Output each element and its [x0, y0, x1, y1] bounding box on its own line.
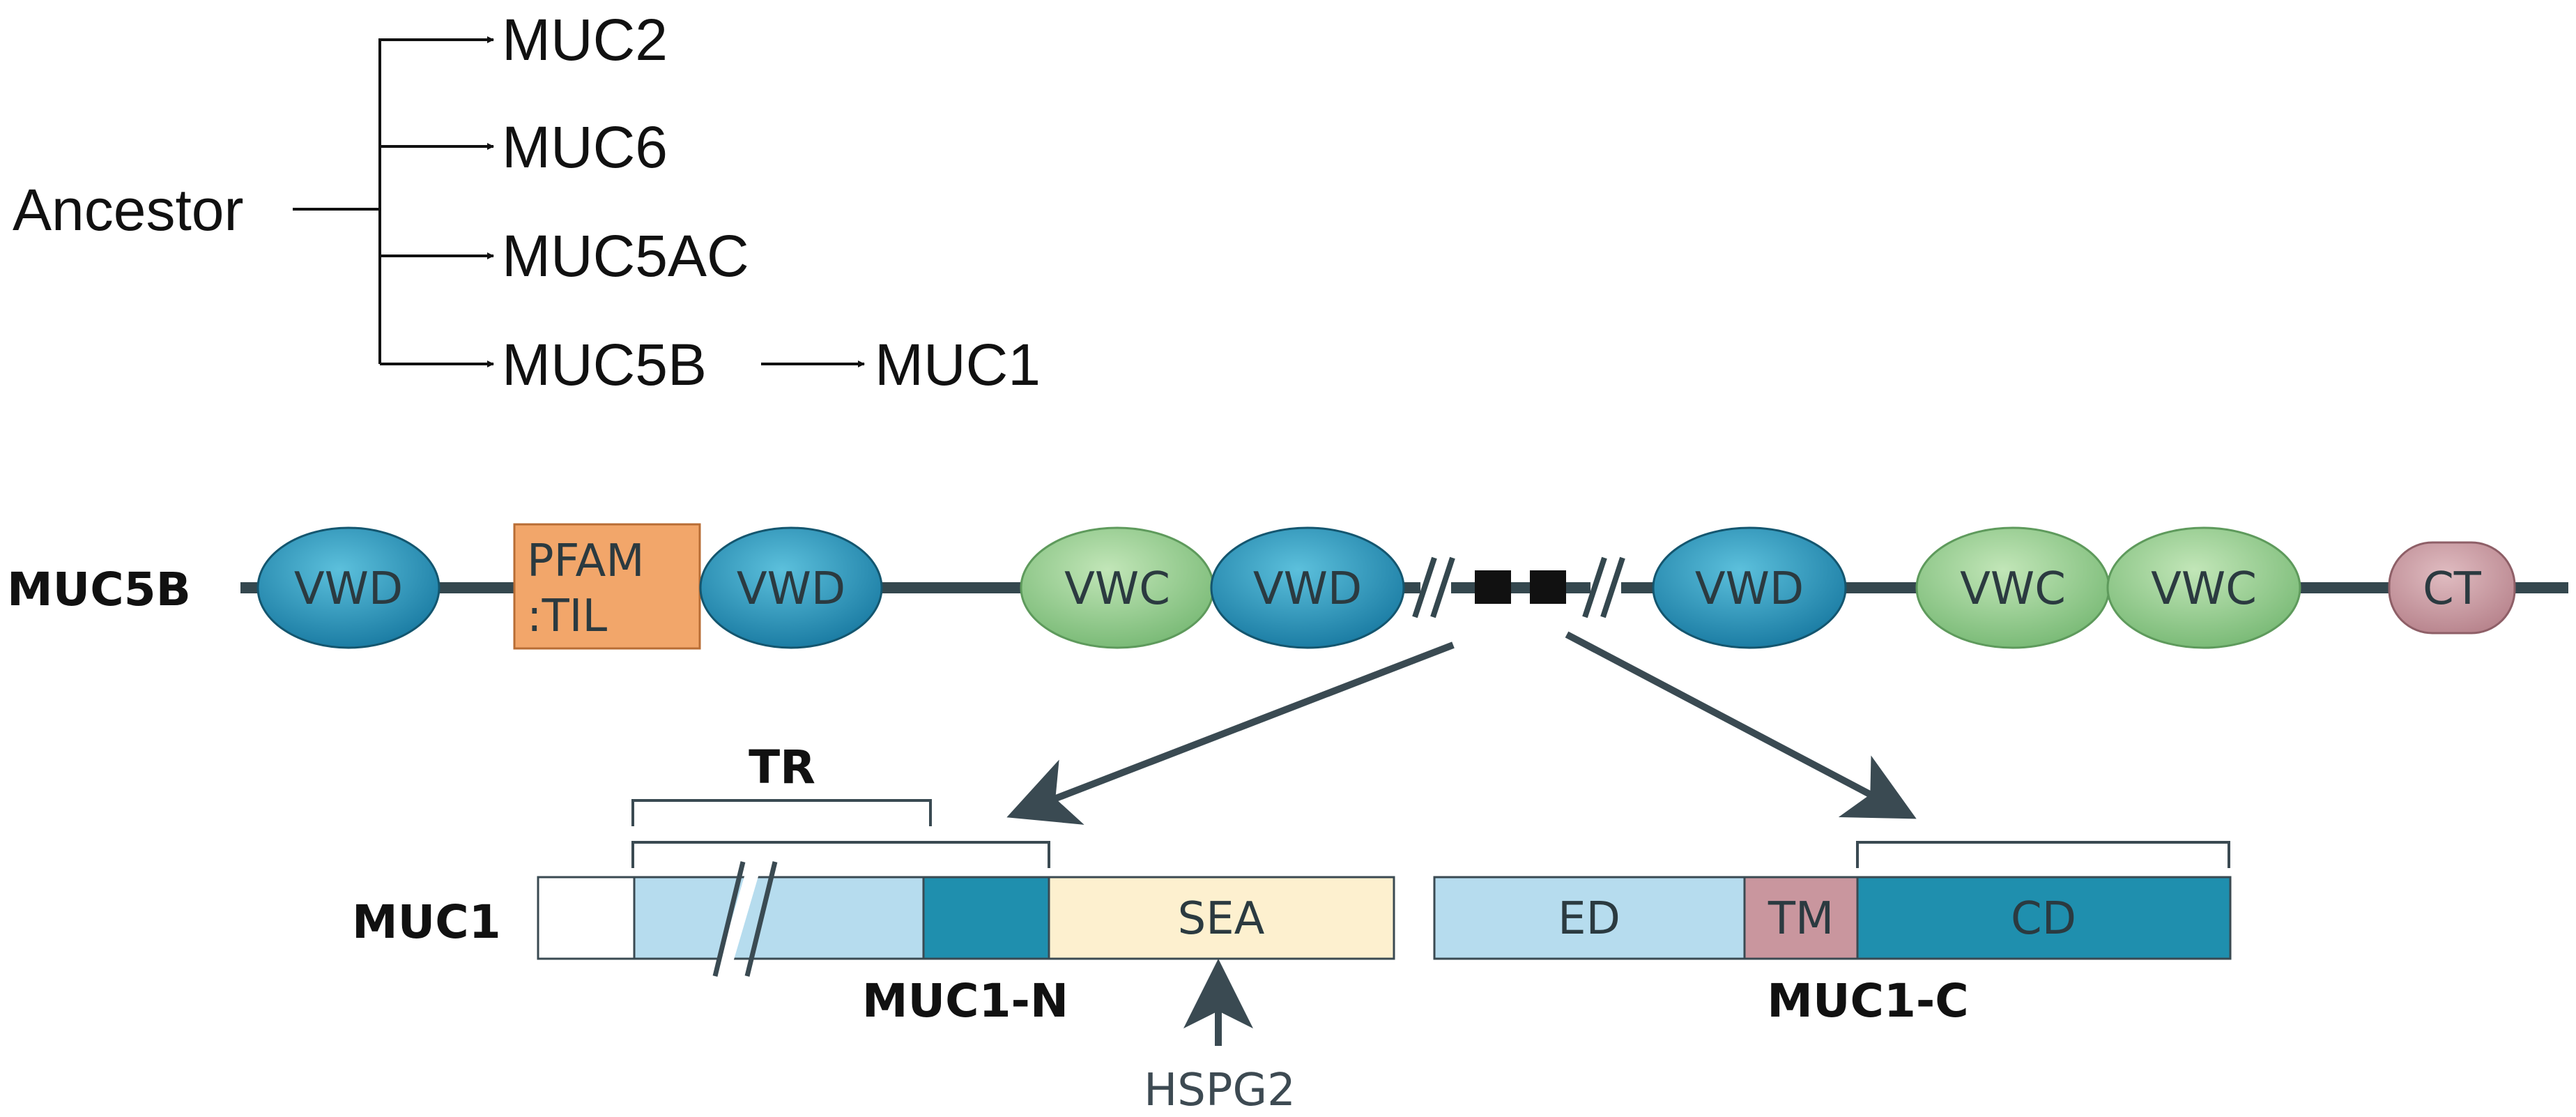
muc5b-domain-vwd-4: VWD: [1652, 526, 1847, 649]
muc1-sea-segment: SEA: [1048, 876, 1395, 960]
muc5b-domain-vwc-1: VWC: [1020, 526, 1215, 649]
tree-child-muc5ac: MUC5AC: [502, 223, 749, 289]
muc5b-domain-vwc-3: VWC: [2106, 526, 2301, 649]
tree-derived-muc1: MUC1: [875, 332, 1041, 397]
tree-child-muc5b: MUC5B: [502, 332, 707, 397]
cd-label: CD: [2011, 893, 2076, 945]
muc5b-domain-vwd-3: VWD: [1210, 526, 1405, 649]
muc1-cd-segment: CD: [1856, 876, 2232, 960]
muc1-tm-segment: TM: [1743, 876, 1859, 960]
muc1-tr-dark-segment: [922, 876, 1050, 960]
ancestry-tree: Ancestor MUC2 MUC6 MUC5AC MUC5B MUC1: [13, 7, 1041, 397]
svg-text:VWC: VWC: [1960, 563, 2066, 615]
svg-text:VWD: VWD: [737, 563, 845, 615]
sea-label: SEA: [1178, 893, 1265, 945]
muc1-ed-segment: ED: [1433, 876, 1746, 960]
muc1-n-bracket: [631, 841, 1050, 868]
arrow-to-muc1-c: [1565, 631, 1917, 819]
muc5b-label: MUC5B: [7, 563, 191, 616]
svg-text:VWD: VWD: [294, 563, 403, 615]
tr-label: TR: [749, 740, 815, 794]
muc1-protein-map: MUC1 TR SEA ED TM: [352, 740, 2232, 1116]
hspg2-label: HSPG2: [1144, 1065, 1296, 1116]
svg-text:VWD: VWD: [1253, 563, 1362, 615]
muc5b-domain-vwd-2: VWD: [699, 526, 883, 649]
arrow-to-muc1-n: [1006, 641, 1455, 825]
tr-bracket: TR: [631, 740, 932, 826]
tm-label: TM: [1768, 893, 1834, 945]
muc5b-domain-vwc-2: VWC: [1915, 526, 2110, 649]
muc5b-repeat-block-2: [1530, 570, 1566, 604]
muc5b-repeat-block-1: [1475, 570, 1511, 604]
muc5b-break-right: [1582, 556, 1625, 618]
svg-text:VWC: VWC: [2151, 563, 2257, 615]
tree-child-muc2: MUC2: [502, 7, 668, 73]
svg-text:CT: CT: [2423, 563, 2482, 615]
muc1-tr-break: [712, 861, 778, 977]
muc5b-break-left: [1412, 556, 1455, 618]
svg-text:VWC: VWC: [1064, 563, 1170, 615]
svg-text::TIL: :TIL: [527, 591, 608, 642]
muc1-label: MUC1: [352, 895, 501, 949]
derivation-arrows: [1006, 631, 1917, 825]
muc1-n-label: MUC1-N: [862, 974, 1068, 1028]
muc1-tr-light-segment: [633, 876, 925, 960]
tree-child-muc6: MUC6: [502, 114, 668, 180]
muc1-c-bracket: [1856, 841, 2230, 868]
muc5b-domain-ct: CT: [2388, 541, 2516, 635]
muc1-c-label: MUC1-C: [1767, 974, 1968, 1028]
muc5b-domain-vwd-1: VWD: [256, 526, 440, 649]
muc5b-domain-map: MUC5B VWD PFAM :TIL: [7, 523, 2568, 650]
svg-text:PFAM: PFAM: [527, 535, 645, 587]
tree-root-label: Ancestor: [13, 177, 244, 243]
muc5b-domain-pfam-til: PFAM :TIL: [513, 523, 701, 650]
muc1-signal-segment: [537, 876, 636, 960]
svg-text:VWD: VWD: [1695, 563, 1804, 615]
ed-label: ED: [1558, 893, 1620, 945]
